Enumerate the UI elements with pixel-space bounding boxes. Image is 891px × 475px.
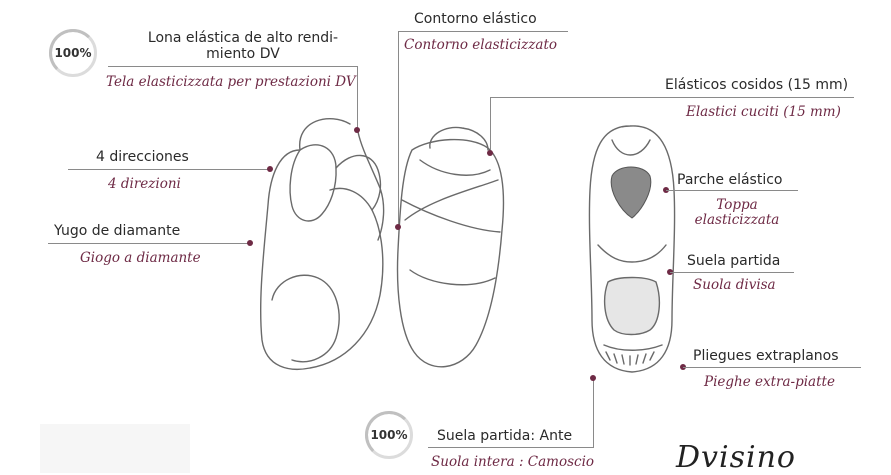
callout-suela-partida-es: Suela partida	[687, 253, 781, 269]
callout-parche-es: Parche elástico	[677, 172, 783, 188]
callout-direcciones-dot	[267, 166, 273, 172]
callout-contorno-leader	[398, 31, 399, 227]
shoe-back-view	[396, 126, 505, 368]
callout-pliegues-rule	[683, 367, 861, 368]
callout-direcciones-rule	[68, 169, 270, 170]
callout-pliegues-es: Pliegues extraplanos	[693, 348, 839, 364]
shoe-sole-view	[588, 125, 676, 373]
shoe-side-view	[259, 117, 385, 371]
callout-elasticos-rule	[490, 97, 854, 98]
callout-lona-es: Lona elástica de alto rendi- miento DV	[147, 30, 339, 62]
callout-yugo-it: Giogo a diamante	[80, 250, 201, 266]
callout-lona-leader	[357, 66, 358, 130]
callout-lona-it: Tela elasticizzata per prestazioni DV	[106, 74, 356, 90]
callout-direcciones-es: 4 direcciones	[96, 149, 189, 165]
callout-pliegues-it: Pieghe extra-piatte	[704, 374, 835, 390]
callout-lona-dot	[354, 127, 360, 133]
background-panel	[40, 424, 190, 473]
callout-yugo-dot	[247, 240, 253, 246]
callout-parche-rule	[666, 190, 798, 191]
callout-contorno-it: Contorno elasticizzato	[404, 37, 558, 53]
callout-parche-it: Toppa elasticizzata	[694, 197, 780, 228]
callout-contorno-rule	[398, 31, 568, 32]
callout-elasticos-leader	[490, 97, 491, 153]
callout-contorno-dot	[395, 224, 401, 230]
callout-elasticos-dot	[487, 150, 493, 156]
callout-suela-ante-it: Suola intera : Camoscio	[431, 454, 595, 470]
callout-yugo-es: Yugo de diamante	[54, 223, 181, 239]
callout-suela-ante-es: Suela partida: Ante	[437, 428, 573, 444]
percent-badge-top: 100%	[49, 29, 97, 77]
brand-signature: Dvisino	[676, 440, 796, 475]
callout-suela-ante-rule	[428, 447, 594, 448]
callout-suela-ante-dot	[590, 375, 596, 381]
callout-elasticos-it: Elastici cuciti (15 mm)	[686, 104, 841, 120]
callout-elasticos-es: Elásticos cosidos (15 mm)	[665, 77, 849, 93]
callout-contorno-es: Contorno elástico	[414, 11, 537, 27]
callout-lona-rule	[108, 66, 358, 67]
elastic-patch-shape	[610, 166, 652, 219]
callout-yugo-rule	[48, 243, 250, 244]
callout-suela-partida-it: Suola divisa	[693, 277, 776, 293]
callout-direcciones-it: 4 direzioni	[108, 176, 181, 192]
callout-suela-partida-rule	[670, 272, 794, 273]
percent-badge-bottom: 100%	[365, 411, 413, 459]
callout-suela-ante-leader	[593, 378, 594, 447]
